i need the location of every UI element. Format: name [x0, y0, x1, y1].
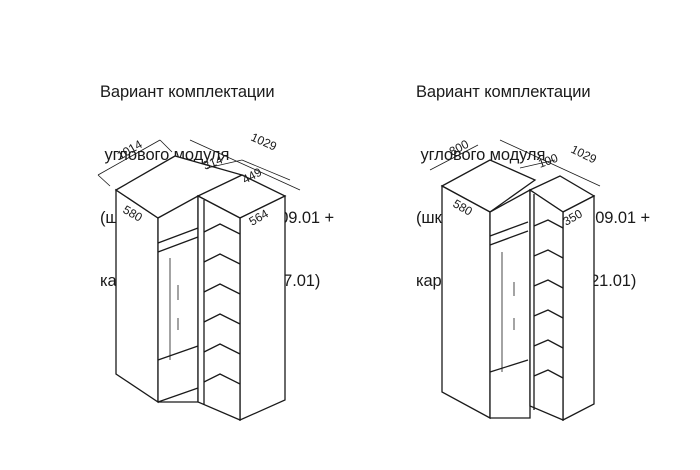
- right-dim-800: 800: [447, 137, 472, 159]
- left-dim-1029: 1029: [249, 130, 279, 154]
- left-dim-line-314: [206, 159, 243, 169]
- caption-right-line-1: Вариант комплектации: [416, 83, 591, 101]
- right-cabinet-side-panel: [441, 184, 491, 420]
- right-frame-shelf-5: [533, 339, 564, 349]
- right-frame-side: [562, 194, 595, 422]
- right-main-bottom-shelf: [489, 359, 529, 373]
- right-frame-shelf-4: [533, 309, 564, 319]
- left-dim-tick-1014b: [159, 139, 173, 153]
- left-main-shelf-1b: [157, 236, 199, 253]
- right-frame-shelf-2: [533, 249, 564, 259]
- right-dim-line-100: [519, 159, 556, 169]
- right-frame-shelf-1: [533, 219, 564, 229]
- right-frame-shelf-6: [533, 369, 564, 379]
- right-frame-shelf-3: [533, 279, 564, 289]
- left-dim-tick-1014a: [97, 174, 111, 187]
- left-frame-shelf-2: [203, 253, 241, 265]
- left-main-plinth: [157, 387, 199, 403]
- right-cabinet: [429, 139, 601, 422]
- left-frame-shelf-3: [203, 283, 241, 295]
- left-frame-interior: [197, 194, 241, 421]
- caption-left-line-1: Вариант комплектации: [100, 83, 275, 101]
- caption-right-line-2: углового модуля: [416, 146, 546, 164]
- right-main-shelf-1: [489, 221, 529, 237]
- left-main-bottom-shelf: [157, 345, 199, 361]
- right-main-shelf-1b: [489, 230, 529, 246]
- right-dim-line-800: [429, 144, 479, 171]
- left-frame-side: [239, 194, 286, 422]
- right-cabinet-interior: [489, 188, 531, 419]
- right-frame-interior: [529, 188, 564, 421]
- left-frame-shelf-5: [203, 343, 241, 355]
- left-frame-shelf-1: [203, 223, 241, 235]
- right-dim-line-1029: [499, 139, 601, 187]
- left-dim-line-1029: [189, 139, 301, 191]
- right-dim-1029: 1029: [569, 142, 599, 166]
- left-dim-line-1014: [97, 139, 161, 176]
- left-frame-shelf-4: [203, 313, 241, 325]
- right-dim-100: 100: [536, 151, 560, 171]
- left-dim-1014: 1014: [115, 137, 145, 163]
- left-dim-line-449: [241, 159, 291, 181]
- left-main-shelf-1: [157, 227, 199, 244]
- left-cabinet: [97, 139, 301, 422]
- left-frame-shelf-6: [203, 373, 241, 385]
